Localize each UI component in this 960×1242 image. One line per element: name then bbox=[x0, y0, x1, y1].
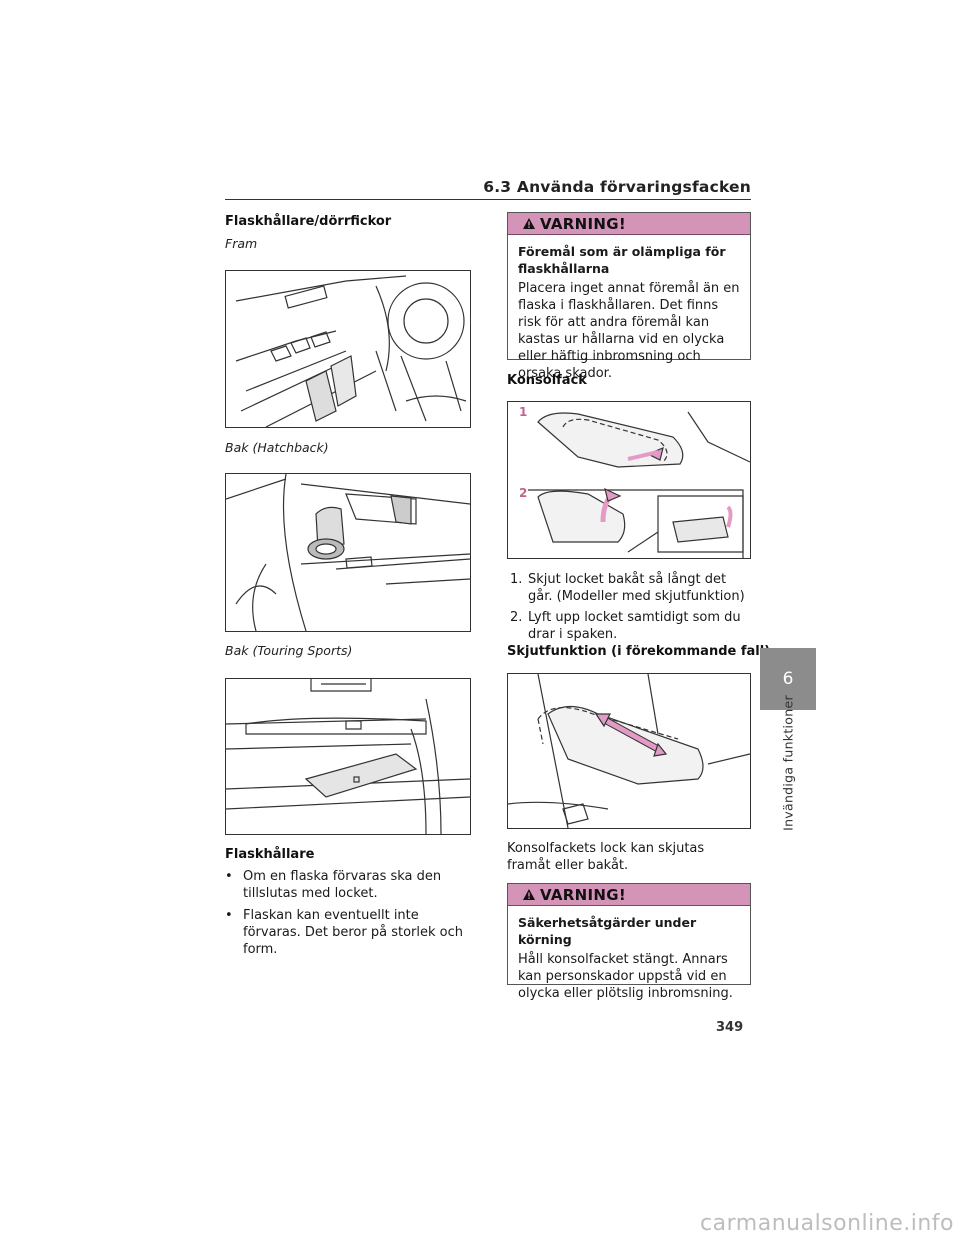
bottle-heading: Flaskhållare bbox=[225, 847, 315, 862]
fig2-caption: Bak (Hatchback) bbox=[225, 440, 329, 455]
chapter-label: Invändiga funktioner bbox=[780, 695, 796, 831]
console-slide-illustration bbox=[507, 673, 751, 829]
watermark: carmanualsonline.info bbox=[700, 1211, 954, 1236]
warning-triangle-icon bbox=[523, 218, 535, 229]
bullet-marker: • bbox=[225, 869, 233, 884]
warning-subtitle: Föremål som är olämpliga för flaskhållar… bbox=[518, 244, 726, 276]
step-number: 1. bbox=[510, 572, 523, 587]
fig3-caption: Bak (Touring Sports) bbox=[225, 643, 353, 658]
console-box-illustration: 1 2 bbox=[507, 401, 751, 559]
chapter-number: 6 bbox=[782, 669, 794, 689]
bullet-text: Flaskan kan eventuellt inte förvaras. De… bbox=[243, 908, 463, 957]
warning-header: VARNING! bbox=[508, 213, 750, 235]
chapter-tab: 6 bbox=[760, 648, 816, 710]
warning-title: VARNING! bbox=[540, 214, 626, 233]
fig1-caption: Fram bbox=[225, 236, 258, 251]
warning-text: Håll konsolfacket stängt. Annars kan per… bbox=[518, 952, 733, 1001]
step-text: Skjut locket bakåt så långt det går. (Mo… bbox=[528, 572, 745, 604]
rear-touring-door-illustration bbox=[225, 678, 471, 835]
warning-box-driving: VARNING! Säkerhetsåtgärder under körning… bbox=[507, 883, 751, 1001]
slide-description: Konsolfackets lock kan skjutas framåt el… bbox=[507, 841, 705, 873]
list-item: • Flaskan kan eventuellt inte förvaras. … bbox=[225, 907, 465, 958]
front-door-illustration bbox=[225, 270, 471, 428]
step-text: Lyft upp locket samtidigt som du drar i … bbox=[528, 610, 741, 642]
console-heading: Konsolfack bbox=[507, 373, 587, 388]
bullet-list: • Om en flaska förvaras ska den tillslut… bbox=[225, 868, 465, 958]
warning-triangle-icon bbox=[523, 889, 535, 900]
list-item: 1. Skjut locket bakåt så långt det går. … bbox=[510, 571, 752, 605]
warning-text: Placera inget annat föremål än en flaska… bbox=[518, 281, 740, 381]
bullet-text: Om en flaska förvaras ska den tillslutas… bbox=[243, 869, 442, 901]
header-rule bbox=[225, 199, 751, 200]
warning-subtitle: Säkerhetsåtgärder under körning bbox=[518, 915, 697, 947]
section-title: 6.3 Använda förvaringsfacken bbox=[483, 178, 751, 196]
slide-function-heading: Skjutfunktion (i förekommande fall) bbox=[507, 644, 771, 659]
warning-title: VARNING! bbox=[540, 885, 626, 904]
warning-header: VARNING! bbox=[508, 884, 750, 906]
warning-box-bottles: VARNING! Föremål som är olämpliga för fl… bbox=[507, 212, 751, 381]
bullet-marker: • bbox=[225, 908, 233, 923]
figure-label-2: 2 bbox=[519, 486, 528, 500]
bottle-holder-heading: Flaskhållare/dörrfickor bbox=[225, 214, 392, 229]
steps-list: 1. Skjut locket bakåt så långt det går. … bbox=[510, 571, 752, 643]
list-item: 2. Lyft upp locket samtidigt som du drar… bbox=[510, 609, 752, 643]
page-number: 349 bbox=[716, 1020, 744, 1035]
list-item: • Om en flaska förvaras ska den tillslut… bbox=[225, 868, 465, 902]
step-number: 2. bbox=[510, 610, 523, 625]
rear-hatchback-door-illustration bbox=[225, 473, 471, 632]
figure-label-1: 1 bbox=[519, 405, 528, 419]
